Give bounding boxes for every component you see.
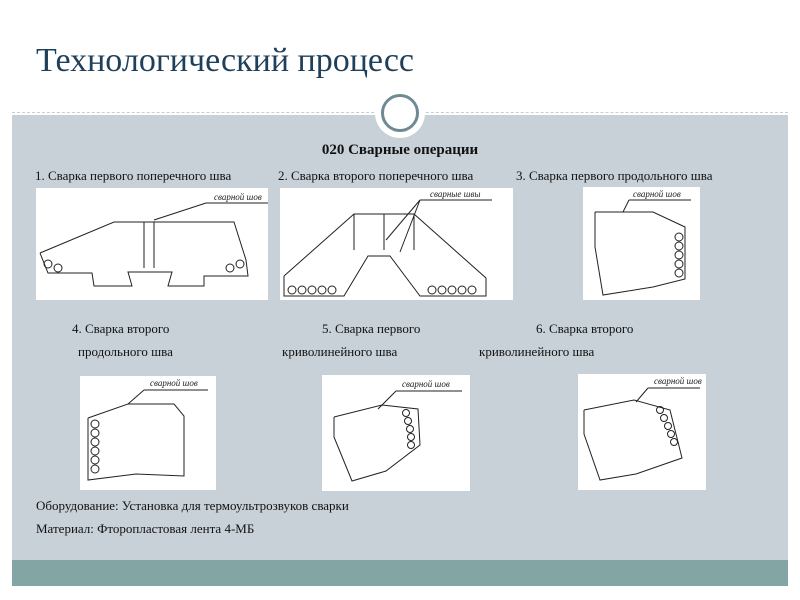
weld-label: сварной шов <box>402 379 450 389</box>
footer-bar <box>12 560 788 586</box>
step-2-label: 2. Сварка второго поперечного шва <box>278 168 474 183</box>
step-6-label-line2: криволинейного шва <box>479 344 595 359</box>
step-4-label-line1: 4. Сварка второго <box>72 321 170 336</box>
step-5-label-line1: 5. Сварка первого <box>322 321 421 336</box>
ornament-ring-icon <box>381 94 419 132</box>
weld-label-plural: сварные швы <box>430 189 480 199</box>
step-2-figure: сварные швы <box>280 188 513 300</box>
step-1-label: 1. Сварка первого поперечного шва <box>35 168 232 183</box>
material-text: Материал: Фторопластовая лента 4-МБ <box>36 521 255 536</box>
step-3-label: 3. Сварка первого продольного шва <box>516 168 713 183</box>
step-3-figure: сварной шов <box>583 187 700 300</box>
step-4-label-line2: продольного шва <box>78 344 173 359</box>
step-6-label-line1: 6. Сварка второго <box>536 321 634 336</box>
equipment-text: Оборудование: Установка для термоультроз… <box>36 498 349 513</box>
weld-label: сварной шов <box>654 376 702 386</box>
operation-title: 020 Сварные операции <box>321 142 479 158</box>
step-5-figure: сварной шов <box>322 375 470 491</box>
weld-label: сварной шов <box>214 192 262 202</box>
slide-title: Технологический процесс <box>36 42 415 79</box>
weld-label: сварной шов <box>150 378 198 388</box>
step-5-label-line2: криволинейного шва <box>282 344 398 359</box>
step-4-figure: сварной шов <box>80 376 216 490</box>
weld-label: сварной шов <box>633 189 681 199</box>
step-6-figure: сварной шов <box>578 374 706 490</box>
step-1-figure: сварной шов <box>36 188 268 300</box>
